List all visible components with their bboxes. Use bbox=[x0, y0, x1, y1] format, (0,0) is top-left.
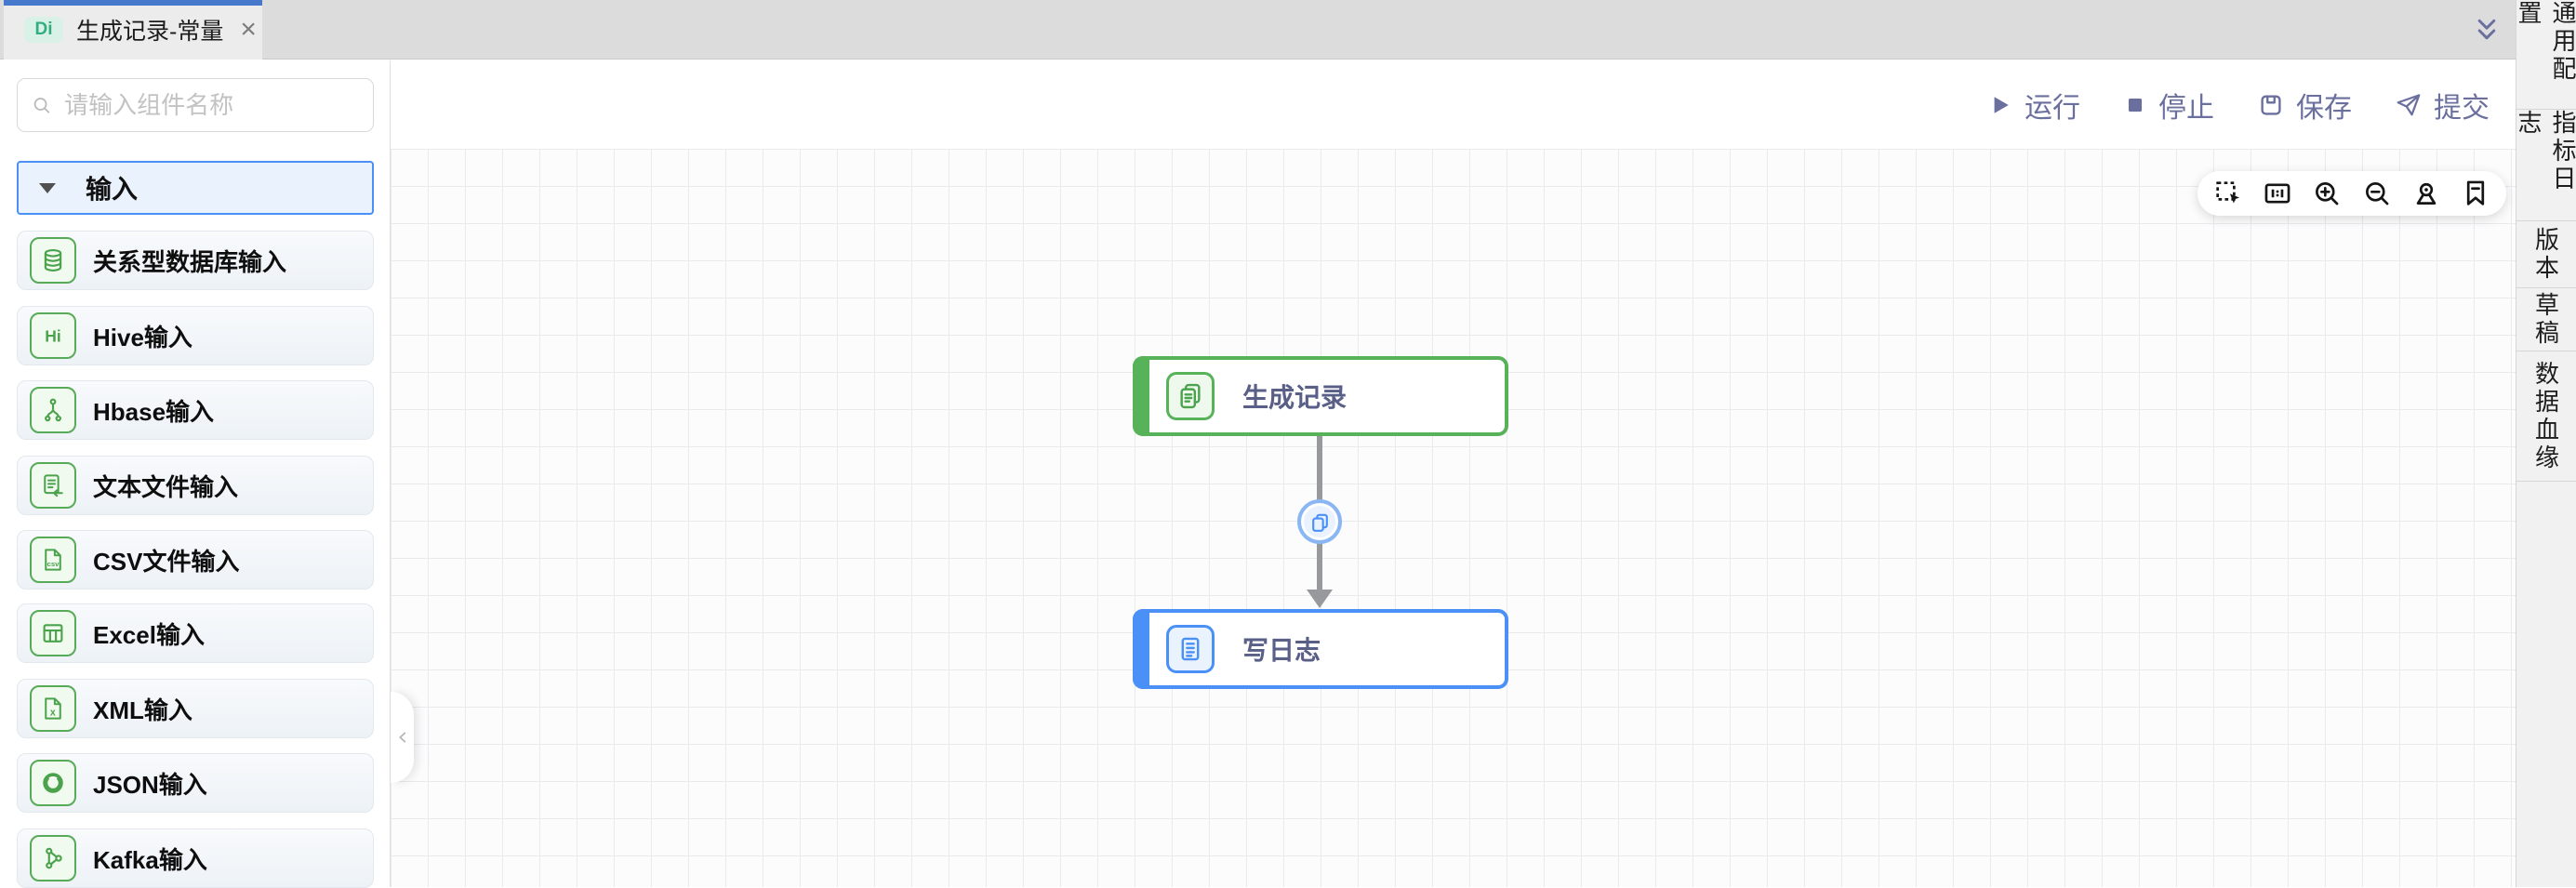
run-label: 运行 bbox=[2025, 92, 2080, 124]
kafka-icon bbox=[30, 835, 76, 881]
save-label: 保存 bbox=[2296, 92, 2352, 124]
double-chevron-down-icon bbox=[2477, 19, 2496, 40]
tab-generate-records-constant[interactable]: Di 生成记录-常量 × bbox=[4, 0, 262, 60]
stop-icon bbox=[2128, 98, 2143, 112]
edge-copy-badge[interactable] bbox=[1297, 499, 1342, 544]
hive-icon: Hi bbox=[30, 312, 76, 359]
locate-icon bbox=[2416, 182, 2436, 205]
marquee-select-icon bbox=[2216, 181, 2240, 204]
save-button[interactable]: 保存 bbox=[2257, 85, 2352, 126]
bookmark-icon bbox=[2466, 180, 2484, 205]
node-accent-bar bbox=[1133, 356, 1149, 436]
json-icon bbox=[30, 760, 76, 806]
zoom-out-icon bbox=[2365, 182, 2388, 205]
zoom-in-button[interactable] bbox=[2308, 175, 2345, 212]
caret-down-icon bbox=[39, 182, 56, 193]
document-stack-icon bbox=[1166, 372, 1215, 420]
tab-general-config[interactable]: 通用配置 bbox=[2516, 0, 2576, 110]
submit-button[interactable]: 提交 bbox=[2395, 85, 2490, 126]
submit-label: 提交 bbox=[2434, 92, 2490, 124]
csv-file-icon: csv bbox=[30, 537, 76, 583]
group-label: 输入 bbox=[86, 175, 139, 204]
component-item-rdb-input[interactable]: 关系型数据库输入 bbox=[17, 231, 374, 290]
tab-label: 草稿 bbox=[2531, 291, 2560, 348]
edge-arrowhead-icon bbox=[1307, 590, 1333, 608]
hive-icon-text: Hi bbox=[45, 326, 61, 345]
panel-collapse-handle[interactable] bbox=[391, 692, 414, 783]
excel-icon bbox=[30, 610, 76, 656]
component-search bbox=[17, 78, 374, 132]
component-item-csv-file-input[interactable]: csv CSV文件输入 bbox=[17, 530, 374, 590]
header-toolbar: 运行 停止 保存 提交 bbox=[391, 60, 2516, 149]
component-item-hbase-input[interactable]: Hbase输入 bbox=[17, 380, 374, 440]
component-label: CSV文件输入 bbox=[93, 547, 240, 576]
node-generate-records[interactable]: 生成记录 bbox=[1133, 356, 1508, 436]
canvas-toolbar bbox=[2198, 171, 2506, 216]
stop-button[interactable]: 停止 bbox=[2123, 85, 2214, 126]
locate-button[interactable] bbox=[2408, 175, 2445, 212]
zoom-in-icon bbox=[2316, 182, 2339, 205]
tab-label: 版本 bbox=[2531, 226, 2560, 283]
search-icon bbox=[33, 97, 50, 113]
node-write-log[interactable]: 写日志 bbox=[1133, 609, 1508, 689]
tab-version[interactable]: 版本 bbox=[2516, 221, 2576, 288]
bookmark-button[interactable] bbox=[2457, 175, 2494, 212]
xml-file-icon: x bbox=[30, 685, 76, 732]
component-label: 文本文件输入 bbox=[93, 472, 239, 501]
text-file-icon bbox=[30, 462, 76, 509]
tab-label: 数据血缘 bbox=[2531, 360, 2560, 472]
node-label: 写日志 bbox=[1242, 636, 1321, 665]
component-label: Excel输入 bbox=[93, 620, 205, 649]
node-label: 生成记录 bbox=[1242, 383, 1348, 412]
component-group-input[interactable]: 输入 bbox=[17, 161, 374, 215]
component-item-hive-input[interactable]: Hi Hive输入 bbox=[17, 306, 374, 365]
fit-ratio-icon bbox=[2264, 183, 2291, 204]
component-item-xml-input[interactable]: x XML输入 bbox=[17, 679, 374, 738]
node-accent-bar bbox=[1133, 609, 1149, 689]
tab-label: 通用配置 bbox=[2516, 0, 2576, 84]
component-item-excel-input[interactable]: Excel输入 bbox=[17, 603, 374, 663]
component-label: Kafka输入 bbox=[93, 845, 207, 874]
zoom-out-button[interactable] bbox=[2358, 175, 2396, 212]
tab-draft[interactable]: 草稿 bbox=[2516, 288, 2576, 351]
search-input[interactable] bbox=[62, 89, 360, 121]
right-panel: 通用配置 指标日志 版本 草稿 数据血缘 bbox=[2516, 0, 2576, 887]
paper-plane-icon bbox=[2397, 93, 2421, 115]
tab-metric-log[interactable]: 指标日志 bbox=[2516, 110, 2576, 221]
fit-ratio-button[interactable] bbox=[2259, 175, 2296, 212]
active-tab-indicator bbox=[4, 0, 262, 6]
hbase-icon bbox=[30, 387, 76, 433]
stop-label: 停止 bbox=[2158, 92, 2214, 124]
save-icon bbox=[2261, 94, 2281, 115]
chevron-left-icon bbox=[398, 732, 405, 743]
component-item-text-file-input[interactable]: 文本文件输入 bbox=[17, 456, 374, 515]
database-icon bbox=[30, 237, 76, 284]
tab-title: 生成记录-常量 bbox=[76, 19, 224, 45]
tab-bar: Di 生成记录-常量 × bbox=[0, 0, 2516, 60]
component-label: JSON输入 bbox=[93, 770, 207, 799]
collapse-tabs-button[interactable] bbox=[2467, 11, 2506, 50]
marquee-select-button[interactable] bbox=[2210, 175, 2247, 212]
run-button[interactable]: 运行 bbox=[1987, 85, 2080, 126]
tab-label: 指标日志 bbox=[2516, 110, 2576, 193]
component-item-json-input[interactable]: JSON输入 bbox=[17, 753, 374, 813]
tab-data-lineage[interactable]: 数据血缘 bbox=[2516, 351, 2576, 482]
flow-canvas[interactable]: 生成记录 写日志 bbox=[391, 149, 2516, 887]
tab-close-icon[interactable]: × bbox=[240, 14, 257, 45]
play-icon bbox=[1994, 96, 2009, 113]
copy-icon bbox=[1311, 513, 1328, 532]
component-label: Hbase输入 bbox=[93, 397, 215, 426]
csv-icon-text: csv bbox=[47, 560, 60, 568]
xml-icon-text: x bbox=[50, 707, 56, 718]
component-item-kafka-input[interactable]: Kafka输入 bbox=[17, 828, 374, 888]
component-label: 关系型数据库输入 bbox=[93, 247, 287, 276]
component-label: XML输入 bbox=[93, 696, 193, 724]
log-document-icon bbox=[1166, 625, 1215, 673]
component-label: Hive输入 bbox=[93, 323, 193, 351]
component-panel: 输入 关系型数据库输入 Hi Hive输入 Hbase输入 bbox=[0, 60, 391, 888]
di-badge: Di bbox=[24, 17, 63, 43]
